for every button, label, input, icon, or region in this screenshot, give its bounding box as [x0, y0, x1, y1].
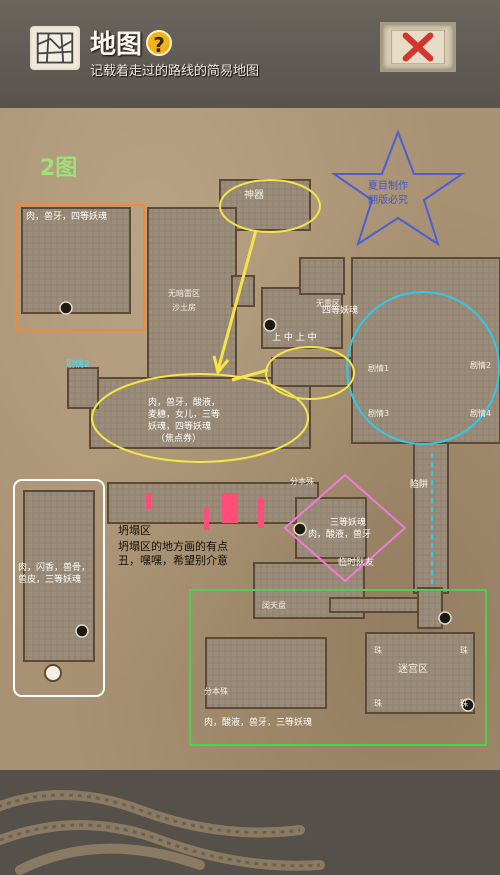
- label-orange-loot: 肉，兽牙，四等妖魂: [26, 212, 108, 222]
- label-sign: 上 中 上 中: [272, 333, 317, 343]
- label-juqing2-right: 剧情2: [470, 361, 492, 370]
- label-white-loot-1: 肉，闪香，兽骨，: [18, 563, 91, 573]
- label-maze: 迷宫区: [398, 664, 428, 675]
- label-zhu-c: 珠: [374, 699, 382, 708]
- close-icon: [391, 29, 445, 65]
- label-juqing3: 剧情3: [368, 409, 390, 418]
- label-shenqi: 神器: [244, 190, 264, 201]
- label-yellow-loot-1: 肉，兽牙，酸液，: [148, 398, 221, 408]
- label-four-dem: 四等妖魂: [322, 306, 359, 316]
- label-yellow-loot-4: （焦点券）: [156, 434, 202, 444]
- label-pink-bottom: 临时队友: [338, 558, 375, 568]
- label-green-loot: 肉，酸液，兽牙，三等妖魂: [204, 718, 313, 728]
- map-parchment: 2图 夏目制作 翻版必究 神器 无暗雷区 沙土房 无雷区 肉，兽牙，四等妖魂 肉…: [0, 108, 500, 770]
- label-yellow-loot-2: 麦穗，女儿，三等: [148, 410, 221, 420]
- label-juqing2-left: 剧情2: [66, 360, 90, 370]
- label-three-dem: 三等妖魂: [330, 518, 367, 528]
- help-icon[interactable]: ?: [146, 30, 172, 57]
- dungeon-map: [13, 129, 500, 746]
- page-subtitle: 记载着走过的路线的简易地图: [90, 64, 260, 79]
- label-pink-loot: 肉，酸液，兽牙: [308, 530, 372, 540]
- star-text-2: 翻版必究: [368, 195, 408, 206]
- star-text-1: 夏目制作: [368, 181, 408, 192]
- label-collapse-zone: 坍塌区: [118, 524, 151, 537]
- map-number: 2图: [40, 156, 78, 181]
- label-zhu-d: 珠: [460, 699, 468, 708]
- label-branch-b: 分本殊: [204, 687, 228, 696]
- label-no-light-zone: 无暗雷区: [168, 289, 200, 298]
- rope-decoration: [0, 770, 500, 875]
- label-danger: 陷阱: [410, 480, 429, 490]
- label-juqing4: 剧情4: [470, 409, 492, 418]
- label-lianggu: 阔天盘: [262, 601, 286, 610]
- label-collapse-note: 坍塌区的地方画的有点丑，嘿嘿，希望别介意: [118, 540, 228, 567]
- label-white-loot-2: 兽皮，三等妖魂: [18, 575, 82, 585]
- label-no-thunder-zone: 无雷区: [316, 299, 340, 308]
- label-juqing1: 剧情1: [368, 364, 390, 373]
- map-icon: [30, 26, 80, 70]
- page-title: 地图: [90, 30, 143, 60]
- label-zhu-a: 珠: [374, 646, 382, 655]
- header-bar: 地图 ? 记载着走过的路线的简易地图: [0, 0, 500, 108]
- label-zhu-b: 珠: [460, 646, 468, 655]
- label-sand-room: 沙土房: [172, 303, 196, 312]
- close-button[interactable]: [380, 22, 456, 72]
- label-yellow-loot-3: 妖魂，四等妖魂: [148, 422, 212, 432]
- label-branch-a: 分本殊: [290, 477, 314, 486]
